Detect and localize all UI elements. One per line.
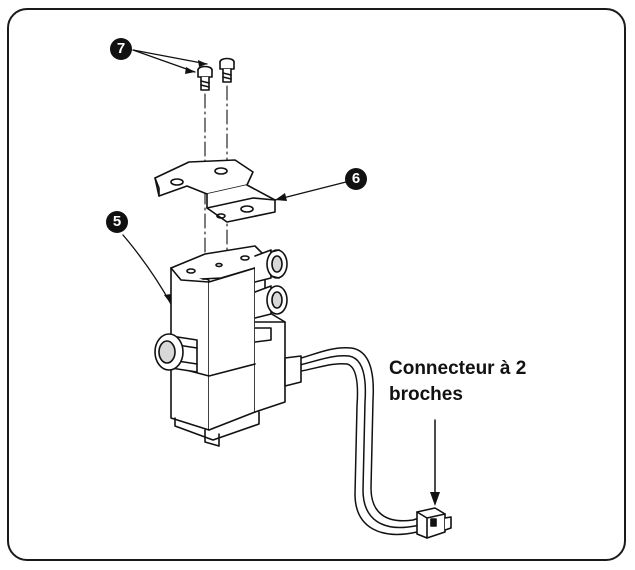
fitting-lower: [254, 285, 288, 319]
callout-6-badge: 6: [345, 168, 367, 190]
solenoid-valve-drawing: [122, 49, 452, 539]
screw-right: [219, 57, 235, 83]
wire-harness: [284, 347, 420, 536]
valve-body: [170, 245, 286, 447]
fitting-upper: [254, 249, 288, 283]
connector-label-line2: broches: [389, 384, 463, 405]
fitting-left: [154, 333, 198, 373]
callout-7-badge: 7: [110, 38, 132, 60]
bracket: [154, 159, 276, 223]
axis-lines: [204, 85, 228, 281]
callout-5-badge: 5: [106, 211, 128, 233]
connector-label-line1: Connecteur à 2: [389, 358, 527, 379]
callout-7-leaders: [132, 49, 208, 73]
connector-2pin: [416, 507, 452, 539]
diagram-frame: 7 6 5 Connecteur à 2 broches: [7, 8, 626, 561]
screw-left: [197, 65, 213, 91]
